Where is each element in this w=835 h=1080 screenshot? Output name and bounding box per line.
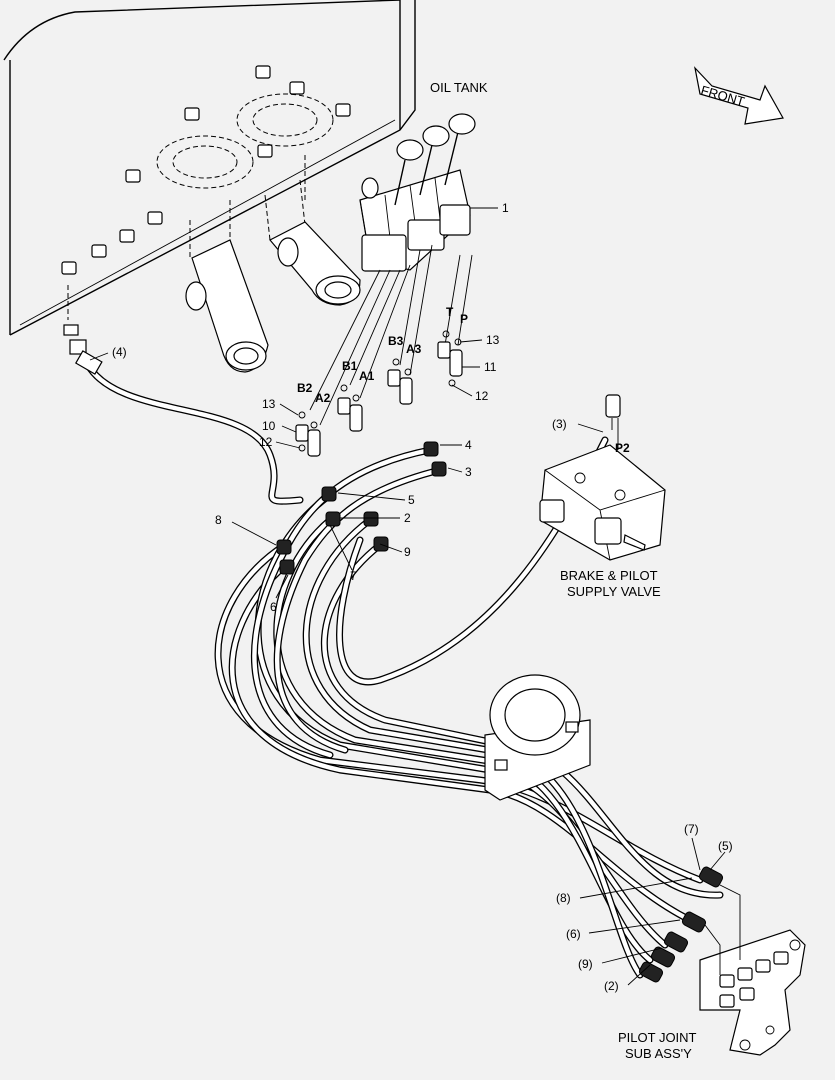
callout-11: 11 <box>484 360 497 374</box>
callout-p9: (9) <box>578 957 593 971</box>
callout-p6: (6) <box>566 927 581 941</box>
oil-tank-label: OIL TANK <box>430 80 488 95</box>
callout-2: 2 <box>404 511 411 525</box>
callout-10: 10 <box>262 419 276 433</box>
pilot-joint-label-2: SUB ASS'Y <box>625 1046 692 1061</box>
port-label-t: T <box>446 305 454 319</box>
hose-bundle <box>84 361 724 979</box>
port-label-a3: A3 <box>406 342 422 356</box>
port-leader-lines <box>309 244 473 426</box>
callout-p2: (2) <box>604 979 619 993</box>
port-label-b1: B1 <box>342 359 358 373</box>
callout-p7: (7) <box>684 822 699 836</box>
brake-valve-label-1: BRAKE & PILOT <box>560 568 658 583</box>
hose-elbow-fittings <box>276 441 447 575</box>
callout-p3: (3) <box>552 417 567 431</box>
callout-3: 3 <box>465 465 472 479</box>
callout-p4: (4) <box>112 345 127 359</box>
callout-13-right: 13 <box>486 333 500 347</box>
tank-bolt-group <box>61 65 351 275</box>
port-label-a2: A2 <box>315 391 331 405</box>
callout-8: 8 <box>215 513 222 527</box>
callout-12-right: 12 <box>475 389 489 403</box>
front-arrow: FRONT <box>694 66 784 125</box>
port-label-p2: P2 <box>615 441 630 455</box>
port-label-b2: B2 <box>297 381 313 395</box>
port-adapters <box>295 330 463 457</box>
callout-13-left: 13 <box>262 397 276 411</box>
callout-p5: (5) <box>718 839 733 853</box>
pilot-valve-assembly <box>359 113 476 272</box>
callout-p8: (8) <box>556 891 571 905</box>
callout-5: 5 <box>408 493 415 507</box>
callout-7: 7 <box>350 569 357 583</box>
brake-valve-label-2: SUPPLY VALVE <box>567 584 661 599</box>
suction-pipes <box>185 221 361 373</box>
port-label-p: P <box>460 312 468 326</box>
front-arrow-label: FRONT <box>699 82 746 109</box>
port-label-b3: B3 <box>388 334 404 348</box>
port-label-a1: A1 <box>359 369 375 383</box>
callout-1: 1 <box>502 201 509 215</box>
callout-leaders <box>89 207 726 986</box>
pilot-joint-label-1: PILOT JOINT <box>618 1030 697 1045</box>
callout-9: 9 <box>404 545 411 559</box>
callout-6: 6 <box>270 600 277 614</box>
brake-pilot-supply-valve <box>539 394 666 561</box>
tank-outlet-fitting <box>63 324 103 375</box>
oil-tank <box>3 0 416 373</box>
callout-12-left: 12 <box>259 435 273 449</box>
pilot-joint-sub-assy <box>638 866 806 1056</box>
hose-clamp-bracket <box>484 674 591 801</box>
callout-4: 4 <box>465 438 472 452</box>
